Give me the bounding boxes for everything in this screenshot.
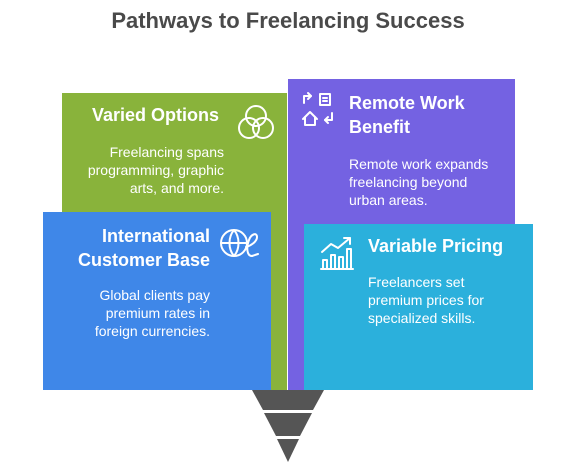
card-international-customers: International Customer Base Global clien… <box>43 212 271 390</box>
funnel-icon <box>250 388 326 473</box>
card-varied-options-text: Freelancing spans programming, graphic a… <box>87 144 224 196</box>
card-international-customers-text: Global clients pay premium rates in fore… <box>94 287 210 339</box>
growth-chart-icon <box>318 235 356 271</box>
card-variable-pricing-title: Variable Pricing <box>368 236 504 256</box>
page-title: Pathways to Freelancing Success <box>111 8 465 33</box>
card-remote-work-text: Remote work expands freelancing beyond u… <box>349 156 489 208</box>
currency-exchange-icon <box>219 224 261 264</box>
card-variable-pricing: Variable Pricing Freelancers set premium… <box>304 224 533 390</box>
office-to-home-icon <box>300 91 336 127</box>
card-remote-work-title: Remote Work Benefit <box>349 93 465 137</box>
card-varied-options-title: Varied Options <box>92 105 220 125</box>
overlapping-circles-icon <box>236 103 276 143</box>
card-variable-pricing-text: Freelancers set premium prices for speci… <box>368 274 484 326</box>
card-international-customers-title: International Customer Base <box>77 226 210 270</box>
